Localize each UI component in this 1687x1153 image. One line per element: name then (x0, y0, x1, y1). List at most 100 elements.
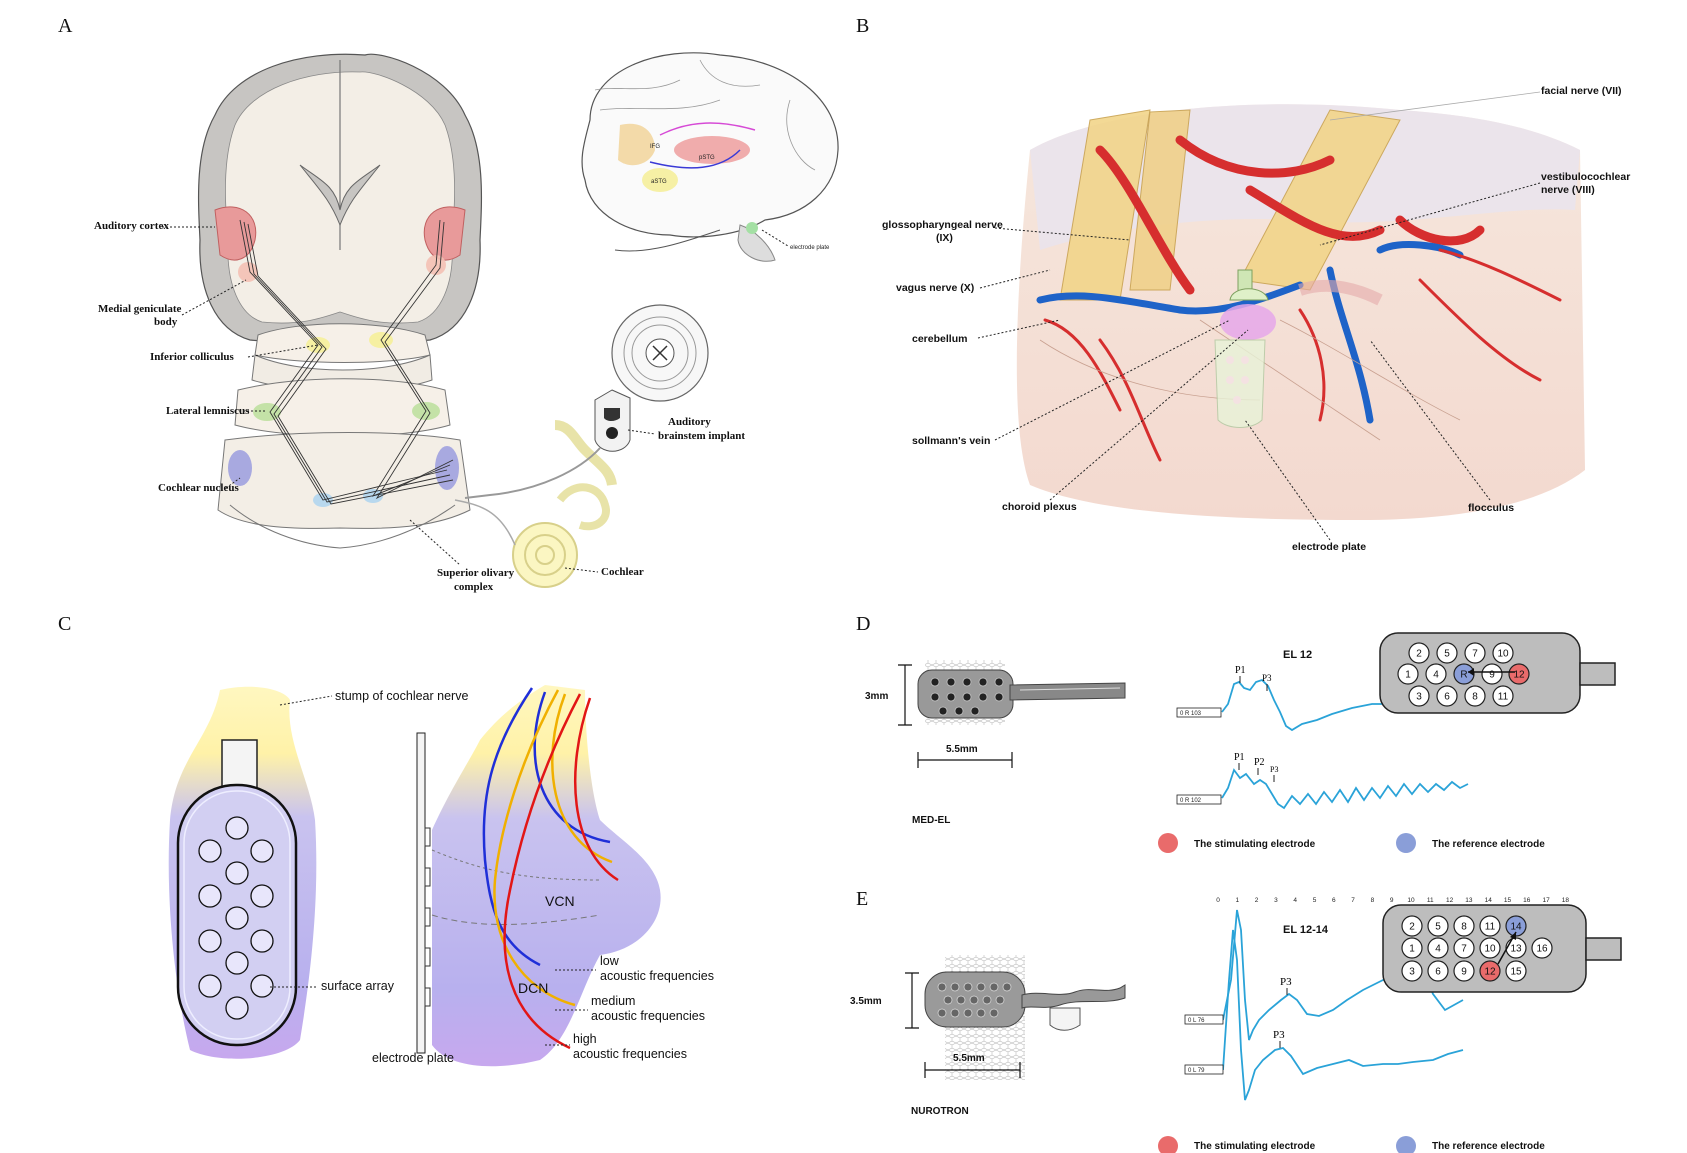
trace-e2 (1222, 929, 1464, 1101)
map-electrode-label: 3 (1416, 692, 1422, 703)
nurotron-brand-label: NUROTRON (911, 1106, 969, 1117)
map-electrode (1508, 663, 1530, 685)
sollmann-label: sollmann's vein (912, 435, 990, 447)
map-electrode-label: 3 (1409, 967, 1415, 978)
axis-tick-label: 17 (1542, 897, 1550, 904)
map-electrode-label: 1 (1405, 670, 1411, 681)
surface-array-label: surface array (321, 979, 395, 993)
map-electrode (1427, 915, 1449, 937)
el12-title: EL 12 (1283, 649, 1312, 661)
vcn-label: VCN (545, 893, 575, 909)
nurotron-width-label: 5.5mm (953, 1053, 985, 1064)
map-electrode (1401, 915, 1423, 937)
map-electrode-label: 7 (1461, 944, 1467, 955)
ref-electrode-swatch-e (1396, 1136, 1416, 1153)
map-electrode-label: 12 (1484, 967, 1496, 978)
cerebellum-label: cerebellum (912, 333, 967, 345)
map-electrode-label: 10 (1497, 649, 1509, 660)
map-electrode (1436, 642, 1458, 664)
panel-letter-e: E (856, 888, 868, 910)
electrode-plate-label-b: electrode plate (1292, 541, 1366, 553)
auditory-pathway (239, 219, 454, 505)
map-electrode-label: 5 (1444, 649, 1450, 660)
flocculus-label: flocculus (1468, 502, 1514, 514)
axis-tick-label: 6 (1332, 897, 1336, 904)
trace-d2-label: 0 R 102 (1180, 798, 1202, 804)
d-p1b: P1 (1234, 752, 1245, 763)
astg-label: aSTG (651, 179, 667, 185)
superior-olivary-label-2: complex (454, 581, 494, 593)
medial-geniculate-label-1: Medial geniculate (98, 303, 182, 315)
medel-height-label: 3mm (865, 691, 888, 702)
vagus-label: vagus nerve (X) (896, 282, 974, 294)
ifg-label: IFG (650, 144, 660, 150)
low-freq-label-1: low (600, 954, 620, 968)
electrode-plate-shaft (416, 732, 426, 1054)
inferior-colliculus-label: Inferior colliculus (150, 351, 235, 363)
map-electrode (1453, 937, 1475, 959)
ref-electrode-legend-e: The reference electrode (1432, 1141, 1545, 1152)
brainstem-slices (217, 323, 471, 549)
map-electrode-label: 11 (1498, 692, 1509, 703)
panel-letter-b: B (856, 15, 869, 37)
medium-freq-label-2: acoustic frequencies (591, 1009, 705, 1023)
d-p3b: P3 (1270, 765, 1278, 774)
map-electrode-label: 4 (1433, 670, 1439, 681)
axis-tick-label: 7 (1351, 897, 1355, 904)
array-electrode (250, 884, 274, 908)
trace-e2-label: 0 L 79 (1188, 1068, 1205, 1074)
surface-array-electrodes (198, 816, 274, 1020)
medel-width-label: 5.5mm (946, 744, 978, 755)
map-electrode-label: 14 (1510, 922, 1522, 933)
stump-label: stump of cochlear nerve (335, 689, 468, 703)
map-electrode (1427, 960, 1449, 982)
map-electrode-label: 9 (1489, 670, 1495, 681)
array-electrode (225, 816, 249, 840)
panel-c: C surface array stump of cochlear nerve … (58, 613, 714, 1067)
map-electrode (1479, 915, 1501, 937)
cochlea (454, 420, 617, 588)
cerebellopontine-illustration (1016, 104, 1585, 521)
abi-label-1: Auditory (668, 416, 711, 428)
map-electrode (1397, 663, 1419, 685)
vestibulocochlear-label-2: nerve (VIII) (1541, 184, 1595, 196)
cochlear-label: Cochlear (601, 566, 644, 578)
map-electrode-label: 10 (1484, 944, 1496, 955)
auditory-cortex-label: Auditory cortex (94, 220, 169, 232)
d-p1a: P1 (1235, 665, 1246, 676)
map-electrode-label: 2 (1416, 649, 1422, 660)
map-electrode-label: 8 (1472, 692, 1478, 703)
axis-tick-label: 5 (1313, 897, 1317, 904)
map-electrode (1453, 915, 1475, 937)
ref-electrode-swatch-d (1396, 833, 1416, 853)
medel-contacts (930, 677, 1004, 716)
electrode-plate-label-c: electrode plate (372, 1051, 454, 1065)
panel-b: B facial nerve (VII) vestibulocochlear n… (856, 15, 1630, 553)
panel-letter-a: A (58, 15, 73, 37)
map-electrode-label: 1 (1409, 944, 1415, 955)
low-freq-line-inner (533, 691, 611, 844)
electrode-plate-label-a: electrode plate (790, 245, 830, 251)
e-p3b: P3 (1273, 1029, 1285, 1041)
stim-electrode-legend-e: The stimulating electrode (1194, 1141, 1316, 1152)
map-electrode-label: 7 (1472, 649, 1478, 660)
nurotron-contacts (937, 982, 1012, 1018)
map-electrode-label: 2 (1409, 922, 1415, 933)
medium-freq-line-outer (493, 689, 576, 1007)
axis-tick-label: 9 (1390, 897, 1394, 904)
map-electrode-label: 6 (1444, 692, 1450, 703)
axis-tick-label: 2 (1255, 897, 1259, 904)
array-electrode (198, 974, 222, 998)
map-electrode-label: 13 (1510, 944, 1522, 955)
map-electrode (1408, 642, 1430, 664)
axis-tick-label: 3 (1274, 897, 1278, 904)
high-freq-label-2: acoustic frequencies (573, 1047, 687, 1061)
nurotron-lead (1021, 984, 1126, 1009)
high-freq-label-1: high (573, 1032, 597, 1046)
map-electrode (1481, 663, 1503, 685)
map-electrode-label: 5 (1435, 922, 1441, 933)
map-electrode-label: 9 (1461, 967, 1467, 978)
map-electrode (1479, 937, 1501, 959)
map-electrode (1427, 937, 1449, 959)
map-electrode (1479, 960, 1501, 982)
